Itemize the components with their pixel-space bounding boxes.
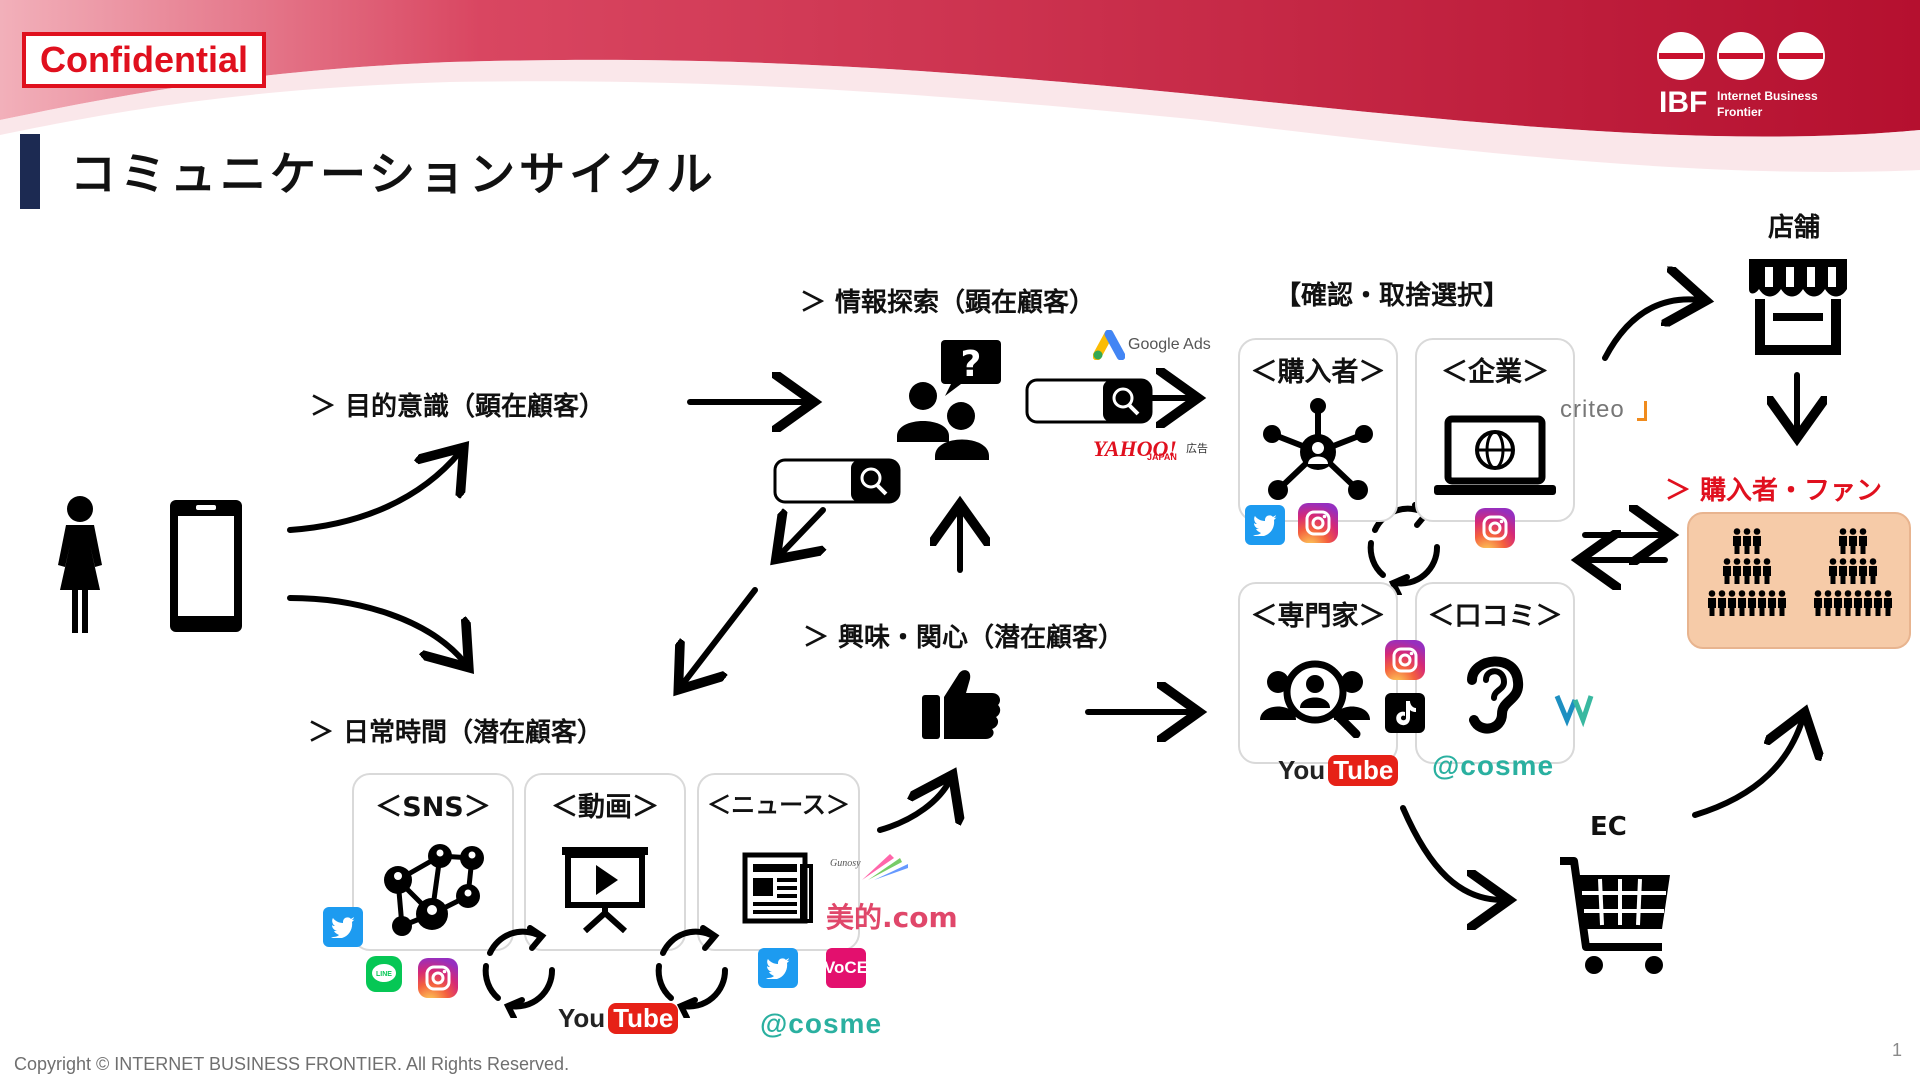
cosme-logo: @cosme xyxy=(760,1008,883,1039)
instagram-icon xyxy=(418,958,458,998)
line-icon: LINE xyxy=(366,956,402,992)
arrow-ec-to-fan xyxy=(1692,718,1803,818)
instagram-icon-3 xyxy=(1475,508,1515,548)
logo-circles-icon xyxy=(1657,32,1825,80)
review-site-logo-icon xyxy=(1554,695,1594,728)
newspaper-icon xyxy=(742,852,813,924)
stage-info-search: ＞ 情報探索（顕在顧客） xyxy=(800,288,1096,318)
criteo-logo: criteo xyxy=(1560,396,1625,423)
copyright: Copyright © INTERNET BUSINESS FRONTIER. … xyxy=(14,1054,570,1074)
google-ads-label: Google Ads xyxy=(1128,336,1211,353)
header-wave xyxy=(0,0,1920,172)
ear-icon xyxy=(1467,656,1524,734)
thumbs-up-icon xyxy=(922,670,1001,739)
gunosy-mark-icon xyxy=(862,854,908,880)
gunosy-logo: Gunosy xyxy=(830,858,861,869)
yahoo-logo: YAHOO! xyxy=(1093,436,1177,461)
biteki-logo: 美的.com xyxy=(826,901,958,934)
store-icon xyxy=(1749,259,1847,355)
sns-network-icon xyxy=(384,844,484,936)
arrow-to-ec xyxy=(1400,805,1503,900)
stage-store: 店舗 xyxy=(1768,213,1821,243)
arrow-news-to-interest xyxy=(877,780,950,833)
stage-purpose: ＞ 目的意識（顕在顧客） xyxy=(310,392,606,422)
question-person-icon: ? xyxy=(897,340,1001,460)
card-kuchikomi: ＜口コミ＞ xyxy=(1415,582,1575,764)
confidential-badge: Confidential xyxy=(22,32,266,88)
cycle-icon-2 xyxy=(655,925,729,1018)
arrow-to-daily xyxy=(287,595,465,663)
search-bar-icon xyxy=(1025,378,1153,424)
svg-text:LINE: LINE xyxy=(376,971,392,978)
cart-icon xyxy=(1560,857,1670,974)
arrow-to-daily-from-search xyxy=(682,587,758,685)
google-ads-icon xyxy=(1093,330,1125,360)
arrow-to-purpose xyxy=(287,452,460,533)
yahoo-ad-label: 広告 xyxy=(1186,442,1208,455)
cosme-logo-2: @cosme xyxy=(1432,750,1555,781)
instagram-icon-4 xyxy=(1385,640,1425,680)
voce-logo: VoCE xyxy=(824,948,868,988)
svg-text:?: ? xyxy=(961,344,982,385)
arrow-to-store xyxy=(1602,299,1700,361)
stage-buyer-fan: ＞ 購入者・ファン xyxy=(1665,476,1883,506)
logo-text: IBF xyxy=(1659,86,1708,119)
criteo-mark-icon xyxy=(1637,401,1647,421)
network-icon xyxy=(1263,398,1373,500)
page-title: コミュニケーションサイクル xyxy=(70,147,717,201)
title-accent-bar xyxy=(20,134,40,209)
stage-daily: ＞ 日常時間（潜在顧客） xyxy=(308,718,604,748)
search-bar-icon-2 xyxy=(773,458,901,504)
twitter-icon-3 xyxy=(1245,505,1285,545)
expert-icon xyxy=(1260,660,1370,738)
twitter-icon-2 xyxy=(758,948,798,988)
laptop-globe-icon xyxy=(1434,415,1556,495)
page-number: 1 xyxy=(1892,1040,1903,1060)
card-video: ＜動画＞ xyxy=(524,773,686,951)
instagram-icon-2 xyxy=(1298,503,1338,543)
cycle-icon xyxy=(482,925,556,1018)
smartphone-icon xyxy=(170,500,242,632)
stage-interest: ＞ 興味・関心（潜在顧客） xyxy=(803,623,1125,653)
yahoo-japan: JAPAN xyxy=(1147,452,1177,462)
stage-ec: EC xyxy=(1590,812,1627,842)
stage-confirm: 【確認・取捨選択】 xyxy=(1275,281,1510,311)
presentation-icon xyxy=(562,847,648,933)
twitter-icon xyxy=(323,907,363,947)
tiktok-icon xyxy=(1385,693,1425,733)
woman-icon xyxy=(58,496,102,633)
people-crowd-icon xyxy=(1708,528,1892,616)
arrow-search-down xyxy=(780,507,823,555)
